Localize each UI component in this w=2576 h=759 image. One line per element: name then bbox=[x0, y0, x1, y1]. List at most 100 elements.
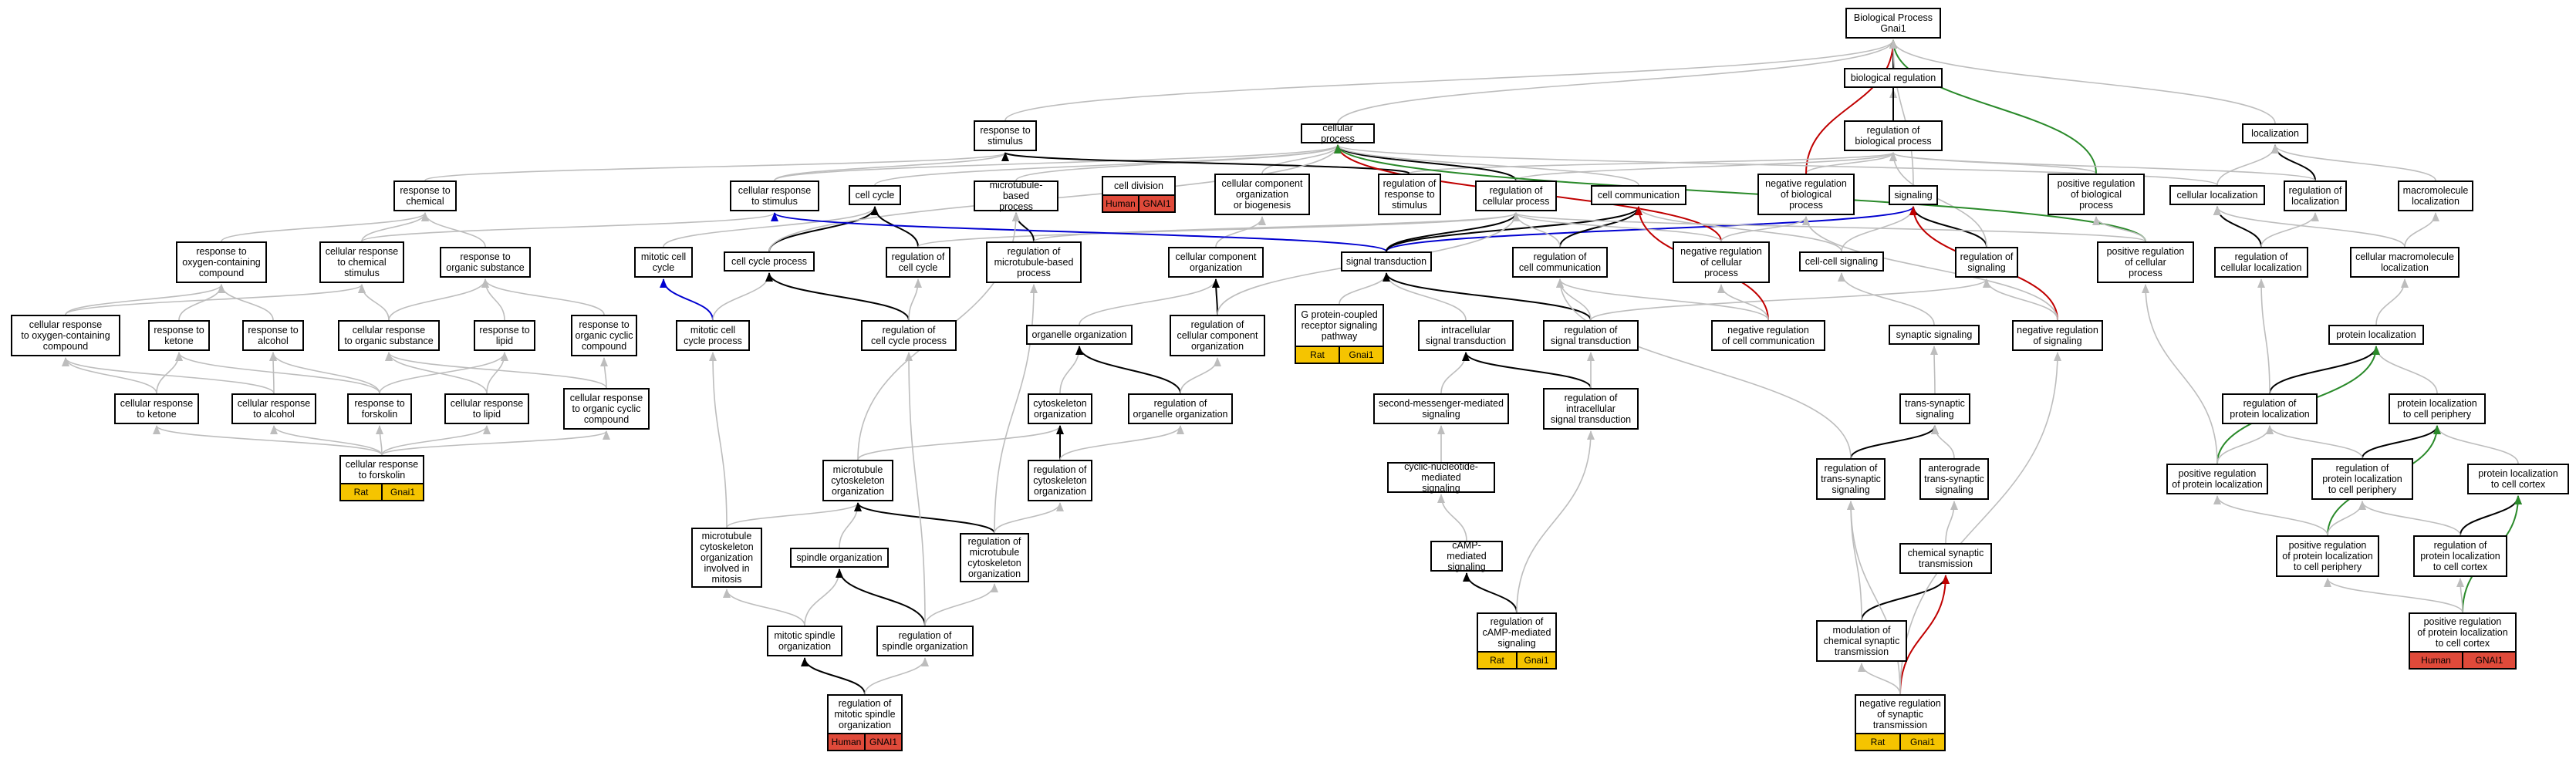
term-node-cell-comm[interactable]: cell communication bbox=[1591, 185, 1686, 205]
term-node-reg-org-org[interactable]: regulation of organelle organization bbox=[1128, 393, 1233, 424]
edge-part-of bbox=[1075, 346, 1181, 394]
edge-is-a bbox=[156, 352, 183, 394]
term-node-organelle-org[interactable]: organelle organization bbox=[1026, 325, 1133, 345]
edge-is-a bbox=[1059, 346, 1083, 394]
term-node-reg-sig[interactable]: regulation of signaling bbox=[1955, 247, 2018, 278]
term-node-neg-reg-cp[interactable]: negative regulation of cellular process bbox=[1673, 241, 1770, 283]
term-node-cnmp[interactable]: cyclic-nucleotide-mediated signaling bbox=[1387, 461, 1495, 494]
term-node-reg-mitotic-spindle[interactable]: regulation of mitotic spindle organizati… bbox=[827, 694, 903, 751]
term-node-neg-reg-bp[interactable]: negative regulation of biological proces… bbox=[1757, 174, 1855, 215]
term-node-camp[interactable]: cAMP-mediated signaling bbox=[1430, 540, 1503, 572]
term-node-ccob[interactable]: cellular component organization or bioge… bbox=[1214, 174, 1310, 215]
edge-is-a bbox=[2213, 206, 2406, 248]
term-node-gpcr[interactable]: G protein-coupled receptor signaling pat… bbox=[1295, 304, 1384, 364]
term-node-pl-cortex[interactable]: protein localization to cell cortex bbox=[2467, 464, 2569, 494]
term-node-spindle-org[interactable]: spindle organization bbox=[790, 548, 889, 568]
term-node-resp-forsk[interactable]: response to forskolin bbox=[347, 393, 412, 424]
term-node-reg-mt[interactable]: regulation of microtubule-based process bbox=[986, 241, 1082, 283]
term-node-resp-lipid[interactable]: response to lipid bbox=[474, 320, 535, 351]
term-node-prot-loc[interactable]: protein localization bbox=[2328, 325, 2424, 345]
term-node-cr-alcohol[interactable]: cellular response to alcohol bbox=[231, 393, 316, 424]
term-node-cr-org[interactable]: cellular response to organic substance bbox=[338, 320, 440, 351]
term-node-resp-stim[interactable]: response to stimulus bbox=[974, 120, 1037, 151]
edge-is-a bbox=[269, 352, 380, 394]
term-node-reg-cc[interactable]: regulation of cell cycle bbox=[886, 247, 950, 278]
term-node-reg-cyto-org[interactable]: regulation of cytoskeleton organization bbox=[1028, 460, 1092, 501]
term-node-reg-bp[interactable]: regulation of biological process bbox=[1844, 120, 1943, 151]
term-node-reg-prot-loc[interactable]: regulation of protein localization bbox=[2222, 393, 2318, 424]
term-node-reg-cell-comm[interactable]: regulation of cell communication bbox=[1512, 247, 1608, 278]
term-node-signaling[interactable]: signaling bbox=[1889, 185, 1938, 205]
term-node-chem-syn[interactable]: chemical synaptic transmission bbox=[1899, 543, 1992, 574]
term-node-cell-resp-chem[interactable]: cellular response to chemical stimulus bbox=[319, 241, 404, 283]
term-node-reg-mt-cyto[interactable]: regulation of microtubule cytoskeleton o… bbox=[960, 533, 1029, 582]
edge-is-a bbox=[1059, 425, 1184, 460]
term-node-reg-st[interactable]: regulation of signal transduction bbox=[1543, 320, 1639, 351]
term-node-neg-reg-cc[interactable]: negative regulation of cell communicatio… bbox=[1711, 320, 1825, 351]
term-node-sig-trans[interactable]: signal transduction bbox=[1341, 251, 1432, 272]
term-node-reg-ccp[interactable]: regulation of cell cycle process bbox=[861, 320, 957, 351]
term-node-bp[interactable]: Biological Process Gnai1 bbox=[1845, 8, 1941, 39]
term-node-mitotic-ccp[interactable]: mitotic cell cycle process bbox=[676, 320, 750, 351]
term-node-resp-org[interactable]: response to organic substance bbox=[440, 247, 531, 278]
term-node-trans-syn[interactable]: trans-synaptic signaling bbox=[1899, 393, 1970, 424]
term-node-resp-alcohol[interactable]: response to alcohol bbox=[242, 320, 304, 351]
term-node-reg-cell-proc[interactable]: regulation of cellular process bbox=[1475, 180, 1557, 211]
term-node-reg-intra-st[interactable]: regulation of intracellular signal trans… bbox=[1543, 388, 1639, 430]
term-node-cyto-org[interactable]: cytoskeleton organization bbox=[1028, 393, 1092, 424]
term-node-mitotic-cc[interactable]: mitotic cell cycle bbox=[634, 247, 693, 278]
term-node-cr-org-cyc[interactable]: cellular response to organic cyclic comp… bbox=[563, 388, 650, 430]
term-node-resp-chem[interactable]: response to chemical bbox=[393, 180, 457, 211]
term-node-pos-reg-bp[interactable]: positive regulation of biological proces… bbox=[2048, 174, 2145, 215]
term-node-cell-macro-loc[interactable]: cellular macromolecule localization bbox=[2350, 247, 2460, 278]
term-label: negative regulation of cellular process bbox=[1680, 246, 1762, 278]
term-node-cr-lipid[interactable]: cellular response to lipid bbox=[444, 393, 529, 424]
term-node-cell-loc[interactable]: cellular localization bbox=[2169, 185, 2265, 205]
term-node-reg-spindle[interactable]: regulation of spindle organization bbox=[876, 626, 974, 656]
term-node-macro-loc[interactable]: macromolecule localization bbox=[2398, 180, 2473, 211]
term-node-mt-based[interactable]: microtubule-based process bbox=[974, 180, 1058, 212]
edge-is-a bbox=[1033, 212, 1520, 242]
term-node-mt-cyto-mitosis[interactable]: microtubule cytoskeleton organization in… bbox=[691, 528, 762, 588]
term-node-antero[interactable]: anterograde trans-synaptic signaling bbox=[1919, 458, 1989, 500]
term-node-reg-resp-stim[interactable]: regulation of response to stimulus bbox=[1378, 174, 1441, 215]
term-node-resp-oxy[interactable]: response to oxygen-containing compound bbox=[176, 241, 267, 283]
term-node-resp-ketone[interactable]: response to ketone bbox=[148, 320, 210, 351]
term-node-pos-reg-pl-periph[interactable]: positive regulation of protein localizat… bbox=[2276, 535, 2379, 577]
term-node-syn-sig[interactable]: synaptic signaling bbox=[1889, 325, 1980, 345]
term-node-cr-ketone[interactable]: cellular response to ketone bbox=[114, 393, 199, 424]
term-node-intra-st[interactable]: intracellular signal transduction bbox=[1418, 320, 1514, 351]
term-node-reg-loc[interactable]: regulation of localization bbox=[2284, 180, 2347, 211]
term-node-mitotic-spindle[interactable]: mitotic spindle organization bbox=[767, 626, 842, 656]
term-node-cr-oxy[interactable]: cellular response to oxygen-containing c… bbox=[11, 315, 120, 356]
edge-is-a bbox=[424, 152, 1009, 181]
term-node-cell-resp-stim[interactable]: cellular response to stimulus bbox=[730, 180, 819, 211]
term-node-cc-proc[interactable]: cell cycle process bbox=[724, 251, 815, 272]
term-node-localization[interactable]: localization bbox=[2242, 123, 2308, 143]
term-node-resp-org-cyc[interactable]: response to organic cyclic compound bbox=[571, 315, 637, 356]
edge-is-a bbox=[358, 284, 390, 321]
term-node-second-msg[interactable]: second-messenger-mediated signaling bbox=[1373, 393, 1509, 424]
term-node-cell-cycle[interactable]: cell cycle bbox=[849, 185, 901, 205]
term-node-reg-pl-periph[interactable]: regulation of protein localization to ce… bbox=[2311, 458, 2413, 500]
term-node-pos-reg-pl-cortex[interactable]: positive regulation of protein localizat… bbox=[2409, 612, 2517, 670]
term-node-cco[interactable]: cellular component organization bbox=[1168, 247, 1264, 278]
term-node-mod-chem-syn[interactable]: modulation of chemical synaptic transmis… bbox=[1816, 620, 1907, 662]
term-node-biol-reg[interactable]: biological regulation bbox=[1844, 68, 1943, 88]
term-node-cc-sig[interactable]: cell-cell signaling bbox=[1799, 251, 1884, 272]
term-node-reg-pl-cortex[interactable]: regulation of protein localization to ce… bbox=[2413, 535, 2507, 577]
term-node-reg-cell-loc[interactable]: regulation of cellular localization bbox=[2214, 247, 2308, 278]
term-node-reg-cco[interactable]: regulation of cellular component organiz… bbox=[1170, 315, 1265, 356]
edge-part-of bbox=[854, 502, 995, 534]
term-node-pos-reg-cp[interactable]: positive regulation of cellular process bbox=[2097, 241, 2194, 283]
term-node-mt-cyto-org[interactable]: microtubule cytoskeleton organization bbox=[822, 460, 893, 501]
term-node-prot-loc-periph[interactable]: protein localization to cell periphery bbox=[2389, 393, 2486, 424]
term-node-reg-trans-syn[interactable]: regulation of trans-synaptic signaling bbox=[1816, 458, 1886, 500]
term-node-neg-reg-sig[interactable]: negative regulation of signaling bbox=[2012, 320, 2103, 351]
term-node-cell-proc[interactable]: cellular process bbox=[1301, 123, 1375, 144]
term-node-neg-reg-syn[interactable]: negative regulation of synaptic transmis… bbox=[1855, 694, 1946, 751]
term-node-pos-reg-pl[interactable]: positive regulation of protein localizat… bbox=[2166, 464, 2268, 494]
